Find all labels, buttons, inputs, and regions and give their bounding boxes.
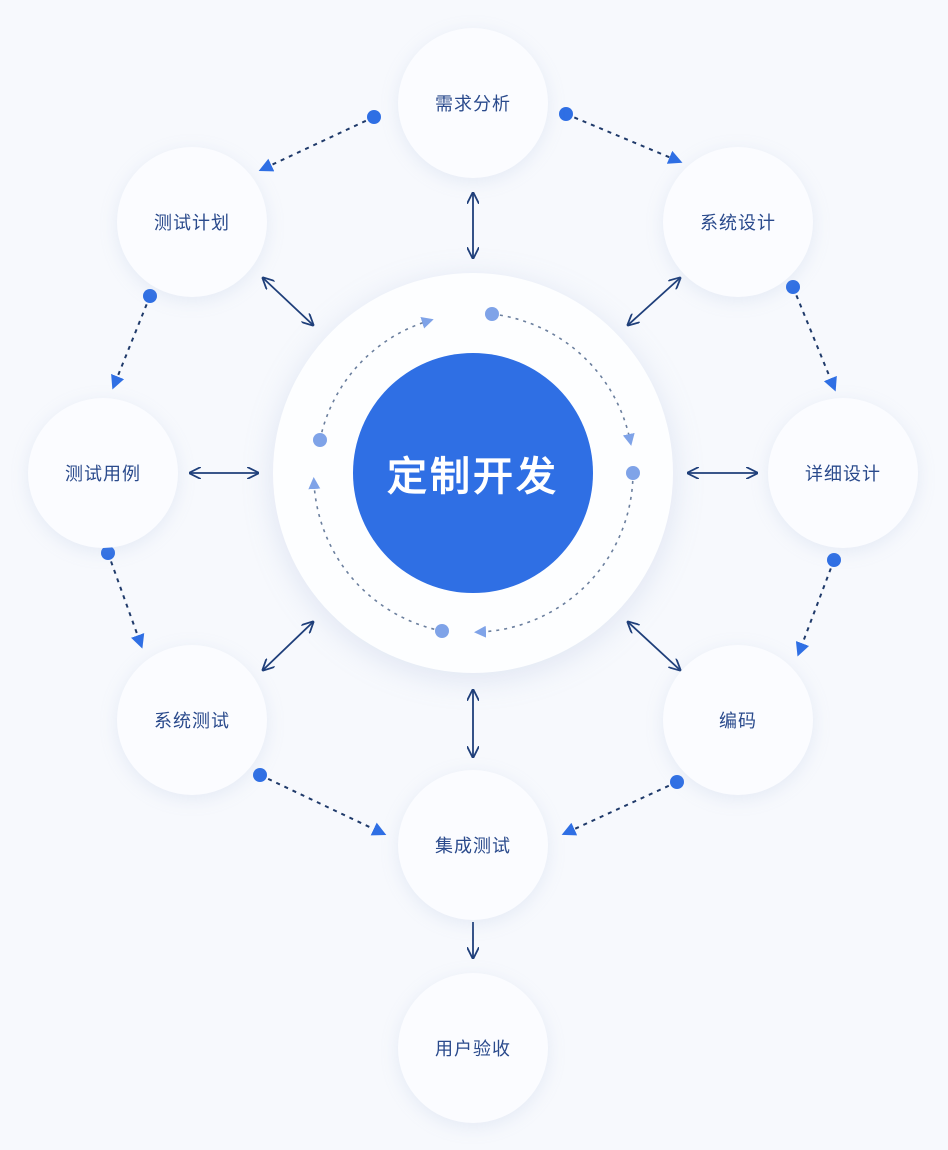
link-coding [628,622,680,670]
node-label: 系统设计 [700,213,776,234]
cycle-dot [313,433,327,447]
flow-dot [253,768,267,782]
node-test-cases: 测试用例 [28,398,178,548]
flow-dot [559,107,573,121]
node-requirements: 需求分析 [398,28,548,178]
node-acceptance: 用户验收 [398,973,548,1123]
cycle-arc [474,472,634,638]
center-node: 定制开发 [353,353,593,593]
node-test-plan: 测试计划 [117,147,267,297]
flow-cases-to-systest [107,552,145,649]
flow-dot [670,775,684,789]
node-detailed-design: 详细设计 [768,398,918,548]
cycle-arc [308,477,443,632]
flow-systest-to-integration [259,774,387,836]
node-label: 详细设计 [805,464,881,485]
link-test-plan [263,278,313,325]
flow-coding-to-integration [561,781,678,836]
center-label: 定制开发 [387,454,559,500]
flow-req-to-plan [258,116,375,172]
node-label: 编码 [719,711,757,732]
node-integration-test: 集成测试 [398,770,548,920]
flow-req-to-sysdesign [565,113,683,164]
node-label: 用户验收 [435,1039,511,1060]
node-coding: 编码 [663,645,813,795]
link-system-test [263,622,313,670]
flow-sysdesign-to-detail [792,286,837,392]
cycle-dot [435,624,449,638]
flow-dot [101,546,115,560]
cycle-arc [491,313,635,446]
cycle-arc [319,317,434,441]
node-label: 测试计划 [154,213,230,234]
node-label: 集成测试 [435,836,511,857]
flow-plan-to-cases [111,295,151,390]
flow-dot [367,110,381,124]
node-system-design: 系统设计 [663,147,813,297]
node-system-test: 系统测试 [117,645,267,795]
flow-detail-to-coding [795,559,835,657]
flow-dot [827,553,841,567]
node-label: 系统测试 [154,711,230,732]
node-label: 测试用例 [65,464,141,485]
cycle-dot [626,466,640,480]
flow-dot [143,289,157,303]
link-system-design [628,278,680,325]
node-label: 需求分析 [435,94,511,115]
flow-dot [786,280,800,294]
cycle-dot [485,307,499,321]
